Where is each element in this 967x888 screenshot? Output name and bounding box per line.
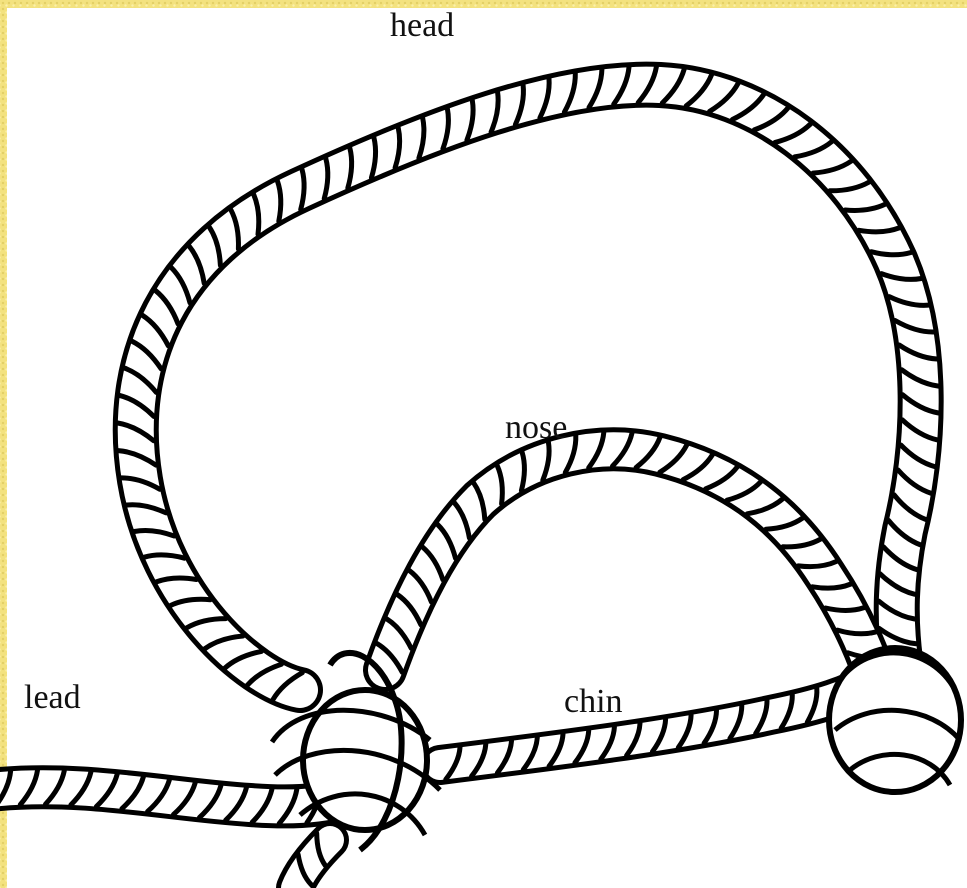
nose-band-rope-twist	[826, 608, 865, 611]
label-nose: nose	[505, 409, 567, 446]
rope-strands	[0, 67, 939, 888]
label-chin: chin	[564, 683, 623, 720]
head-loop-rope-fill	[136, 85, 921, 690]
label-lead: lead	[24, 679, 81, 716]
nose-band-rope-fill	[385, 449, 880, 690]
head-loop-rope-outline	[136, 85, 921, 690]
label-head: head	[390, 7, 454, 44]
